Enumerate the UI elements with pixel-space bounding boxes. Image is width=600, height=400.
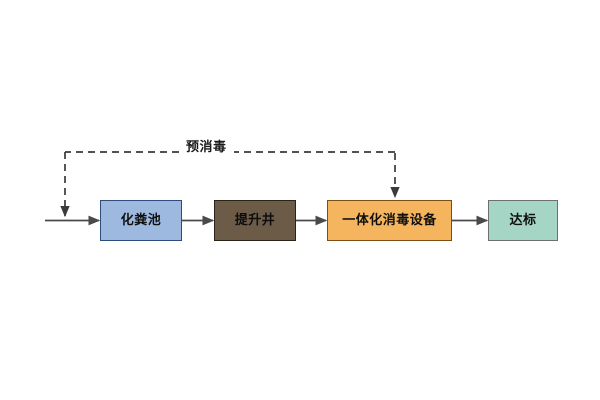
pre-disinfection-label: 预消毒 xyxy=(180,139,234,156)
node-label-lift-well: 提升井 xyxy=(234,213,276,228)
node-label-compliant-discharge: 达标 xyxy=(509,213,537,228)
connector-pre-disinfection-recycle xyxy=(60,151,400,218)
node-label-integrated-disinfection-equipment: 一体化消毒设备 xyxy=(342,213,437,228)
node-label-septic-tank: 化粪池 xyxy=(120,213,162,228)
node-compliant-discharge[interactable]: 达标 xyxy=(488,200,558,241)
node-integrated-disinfection-equipment[interactable]: 一体化消毒设备 xyxy=(327,200,452,241)
node-lift-well[interactable]: 提升井 xyxy=(214,200,296,241)
node-septic-tank[interactable]: 化粪池 xyxy=(100,200,182,241)
pre-disinfection-label-text: 预消毒 xyxy=(186,140,227,155)
